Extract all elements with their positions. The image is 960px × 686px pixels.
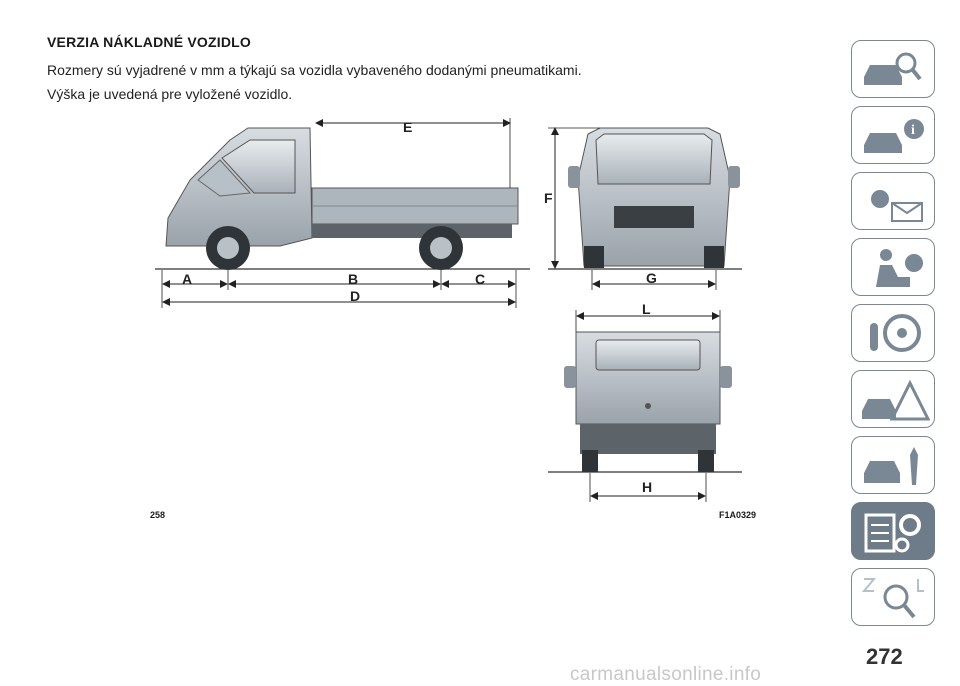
section-title: VERZIA NÁKLADNÉ VOZIDLO xyxy=(47,34,251,50)
rear-view-truck: L H xyxy=(548,301,742,502)
tab-maintenance[interactable] xyxy=(851,436,935,494)
dimension-h-label: H xyxy=(642,479,652,495)
height-note: Výška je uvedená pre vyložené vozidlo. xyxy=(47,86,293,102)
car-info-icon: i xyxy=(864,119,924,153)
steering-wheel-icon xyxy=(870,314,921,352)
front-view-truck: F G xyxy=(544,127,742,290)
svg-text:i: i xyxy=(911,123,915,138)
figure-page-number: 258 xyxy=(150,510,166,520)
dimension-a-label: A xyxy=(182,271,192,287)
dimension-d-label: D xyxy=(350,288,360,304)
car-breakdown-warning-icon xyxy=(862,379,930,421)
technical-data-icon xyxy=(864,513,921,553)
side-view-truck: E A B C D xyxy=(155,118,530,308)
tab-seat-airbag[interactable] xyxy=(851,238,935,296)
tab-breakdown[interactable] xyxy=(851,370,935,428)
dimension-e-label: E xyxy=(403,119,412,135)
dimension-g-label: G xyxy=(646,270,657,286)
tab-warning-lights[interactable] xyxy=(851,172,935,230)
dimension-b-label: B xyxy=(348,271,358,287)
dimension-c-label: C xyxy=(475,271,485,287)
dimension-l-label: L xyxy=(642,301,651,317)
figure-code: F1A0329 xyxy=(718,510,756,520)
truck-dimensions-drawing: E A B C D xyxy=(155,118,742,502)
car-maintenance-icon xyxy=(864,447,918,485)
tab-steering-wheel[interactable] xyxy=(851,304,935,362)
tab-technical-data[interactable] xyxy=(851,502,935,560)
seat-airbag-icon xyxy=(876,249,923,287)
watermark: carmanualsonline.info xyxy=(570,664,762,685)
car-search-icon xyxy=(864,52,922,85)
tab-car-search[interactable] xyxy=(851,40,935,98)
dimensions-note: Rozmery sú vyjadrené v mm a týkajú sa vo… xyxy=(47,62,582,78)
dimension-f-label: F xyxy=(544,190,553,206)
warning-lights-message-icon xyxy=(871,190,923,222)
truck-dimensions-figure: E A B C D xyxy=(150,118,760,520)
tab-alphabetical-index[interactable] xyxy=(851,568,935,626)
page-number: 272 xyxy=(866,644,903,669)
tab-car-info[interactable]: i xyxy=(851,106,935,164)
alphabetical-index-icon xyxy=(861,578,924,619)
